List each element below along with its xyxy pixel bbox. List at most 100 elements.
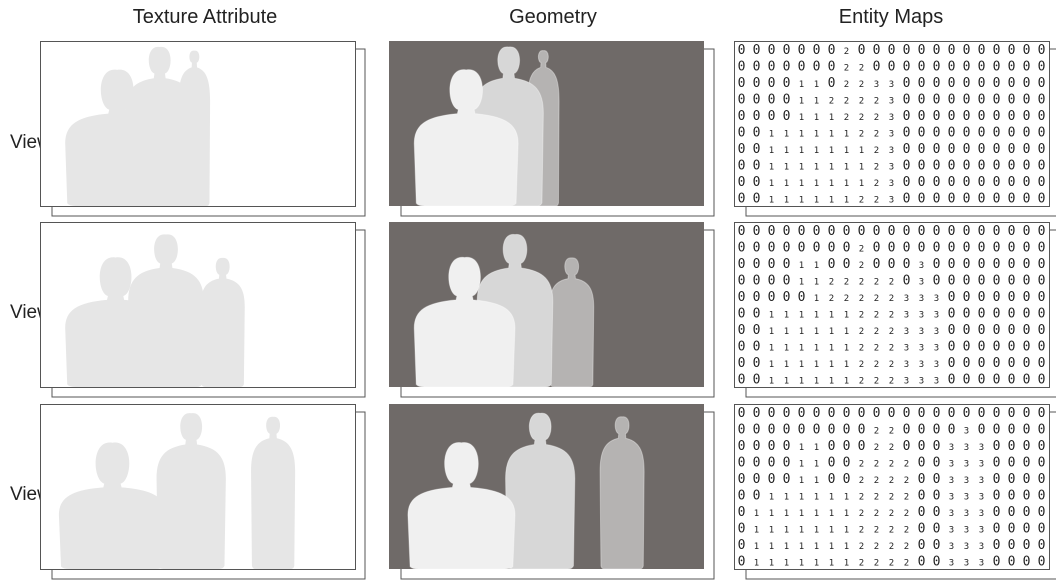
entity-cell: 1 (844, 146, 849, 156)
entity-cell: 0 (918, 109, 926, 124)
entity-cell: 0 (873, 257, 881, 272)
entity-cell: 0 (753, 356, 761, 371)
entity-cell: 0 (1038, 224, 1046, 239)
entity-cell: 0 (1023, 538, 1031, 553)
entity-cell: 0 (858, 43, 866, 58)
geometry-person-3 (599, 416, 645, 570)
entity-cell: 0 (753, 306, 761, 321)
entity-cell: 0 (918, 455, 926, 470)
entity-cell: 0 (753, 224, 761, 239)
entity-cell: 0 (903, 257, 911, 272)
entity-cell: 0 (873, 43, 881, 58)
entity-frame (734, 404, 1050, 570)
entity-cell: 3 (919, 327, 924, 337)
entity-cell: 0 (783, 257, 791, 272)
entity-cell: 0 (768, 59, 776, 74)
entity-cell: 0 (753, 273, 761, 288)
entity-cell: 0 (738, 439, 746, 454)
entity-cell: 0 (963, 76, 971, 91)
entity-frame (734, 41, 1050, 207)
entity-cell: 0 (753, 323, 761, 338)
entity-cell: 0 (1023, 356, 1031, 371)
entity-cell: 2 (874, 426, 879, 436)
entity-cell: 0 (993, 554, 1001, 569)
entity-cell: 3 (979, 492, 984, 502)
entity-cell: 0 (1038, 372, 1046, 387)
entity-cell: 2 (904, 558, 909, 568)
entity-cell: 1 (814, 96, 819, 106)
entity-cell: 0 (738, 406, 746, 421)
entity-cell: 0 (903, 439, 911, 454)
entity-cell: 0 (918, 505, 926, 520)
entity-cell: 3 (919, 277, 924, 287)
entity-cell: 3 (979, 525, 984, 535)
entity-cell: 0 (903, 125, 911, 140)
entity-cell: 2 (859, 294, 864, 304)
entity-cell: 0 (1008, 125, 1016, 140)
entity-cell: 0 (1008, 109, 1016, 124)
entity-cell: 0 (1038, 175, 1046, 190)
entity-cell: 0 (918, 406, 926, 421)
entity-cell: 1 (814, 310, 819, 320)
entity-cell: 0 (1038, 339, 1046, 354)
entity-cell: 1 (769, 179, 774, 189)
entity-cell: 0 (783, 455, 791, 470)
entity-cell: 0 (738, 224, 746, 239)
entity-cell: 0 (738, 158, 746, 173)
entity-cell: 0 (1023, 472, 1031, 487)
entity-cell: 0 (1008, 191, 1016, 206)
entity-cell: 2 (874, 459, 879, 469)
entity-cell: 0 (858, 406, 866, 421)
entity-cell: 0 (933, 158, 941, 173)
entity-cell: 0 (753, 59, 761, 74)
entity-cell: 1 (814, 162, 819, 172)
entity-cell: 2 (889, 426, 894, 436)
entity-cell: 0 (828, 439, 836, 454)
entity-cell: 0 (1008, 306, 1016, 321)
entity-maps-header: Entity Maps (838, 6, 944, 28)
entity-cell: 2 (859, 492, 864, 502)
entity-cell: 2 (829, 277, 834, 287)
entity-cell: 1 (814, 459, 819, 469)
entity-cell: 0 (1038, 356, 1046, 371)
entity-cell: 2 (904, 525, 909, 535)
entity-cell: 3 (949, 542, 954, 552)
entity-cell: 0 (993, 125, 1001, 140)
entity-cell: 0 (1038, 191, 1046, 206)
entity-cell: 1 (784, 376, 789, 386)
entity-cell: 2 (874, 195, 879, 205)
entity-cell: 1 (754, 525, 759, 535)
entity-cell: 0 (1008, 521, 1016, 536)
entity-cell: 0 (783, 92, 791, 107)
entity-cell: 0 (813, 224, 821, 239)
entity-cell: 0 (993, 240, 1001, 255)
entity-cell: 0 (843, 439, 851, 454)
entity-cell: 0 (1008, 455, 1016, 470)
entity-cell: 1 (784, 129, 789, 139)
entity-cell: 0 (963, 257, 971, 272)
entity-cell: 0 (978, 257, 986, 272)
entity-cell: 0 (993, 273, 1001, 288)
entity-cell: 0 (888, 406, 896, 421)
entity-cell: 0 (1038, 142, 1046, 157)
entity-cell: 0 (933, 472, 941, 487)
entity-cell: 1 (799, 96, 804, 106)
entity-cell: 1 (814, 343, 819, 353)
entity-cell: 0 (978, 273, 986, 288)
entity-cell: 3 (964, 525, 969, 535)
entity-cell: 0 (738, 538, 746, 553)
entity-cell: 2 (889, 542, 894, 552)
entity-cell: 3 (919, 343, 924, 353)
entity-cell: 0 (918, 43, 926, 58)
entity-cell: 2 (874, 558, 879, 568)
entity-cell: 3 (889, 96, 894, 106)
entity-cell: 0 (738, 372, 746, 387)
entity-cell: 2 (889, 476, 894, 486)
entity-cell: 1 (844, 492, 849, 502)
entity-cell: 0 (828, 224, 836, 239)
entity-cell: 0 (888, 224, 896, 239)
entity-cell: 3 (964, 476, 969, 486)
entity-cell: 0 (993, 191, 1001, 206)
entity-cell: 0 (738, 422, 746, 437)
